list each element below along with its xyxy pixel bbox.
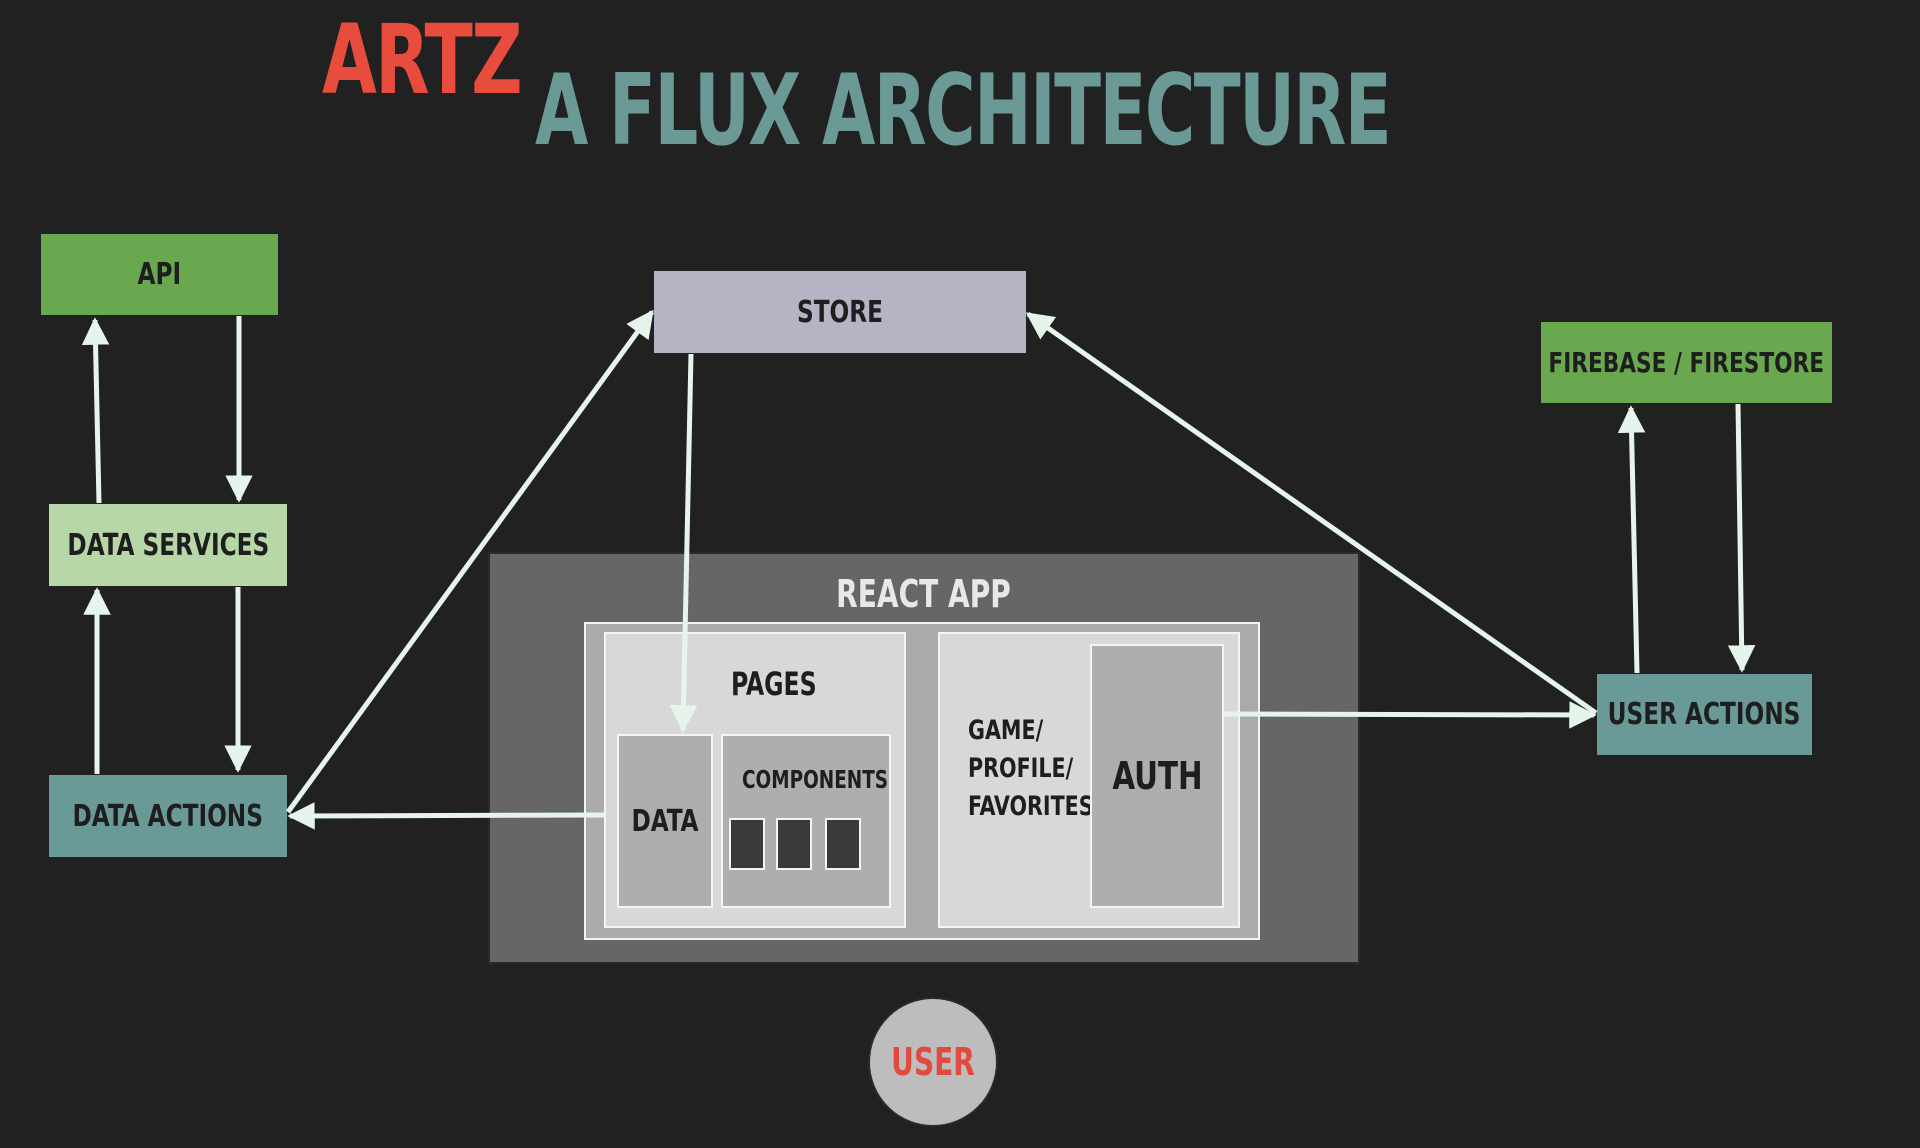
store-label: STORE: [796, 294, 884, 330]
user-label: USER: [891, 1040, 975, 1084]
firebase-node: FIREBASE / FIRESTORE: [1541, 322, 1832, 403]
component-square: [825, 818, 861, 870]
title-subtitle: A FLUX ARCHITECTURE: [535, 54, 1392, 168]
data-services-label: DATA SERVICES: [67, 527, 269, 563]
firebase-label: FIREBASE / FIRESTORE: [1548, 346, 1825, 379]
pages-label: PAGES: [731, 665, 817, 703]
user-actions-node: USER ACTIONS: [1597, 674, 1812, 755]
arrow-data-services-to-api: [81, 317, 110, 504]
data-actions-node: DATA ACTIONS: [49, 775, 287, 857]
data-node: DATA: [617, 734, 713, 908]
auth-node: AUTH: [1090, 644, 1224, 908]
game-profile-favorites-label: GAME/ PROFILE/ FAVORITES: [968, 715, 1094, 822]
react-app-label: REACT APP: [836, 572, 1012, 616]
store-node: STORE: [654, 271, 1026, 353]
data-actions-label: DATA ACTIONS: [72, 798, 264, 834]
component-square: [776, 818, 812, 870]
component-square: [729, 818, 765, 870]
auth-label: AUTH: [1111, 754, 1203, 798]
user-node: USER: [868, 997, 998, 1127]
api-node: API: [41, 234, 278, 315]
user-actions-label: USER ACTIONS: [1608, 697, 1801, 732]
data-services-node: DATA SERVICES: [49, 504, 287, 586]
title-brand: ARTZ: [322, 4, 523, 116]
data-label: DATA: [631, 803, 699, 839]
components-label: COMPONENTS: [742, 765, 889, 794]
arrow-user-actions-to-firebase: [1617, 405, 1646, 674]
api-label: API: [137, 257, 182, 292]
arrow-firebase-to-user-actions: [1727, 403, 1756, 673]
